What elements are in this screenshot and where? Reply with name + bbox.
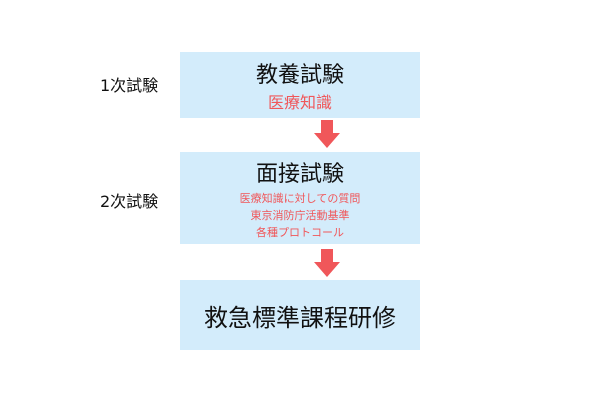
stage1-box: 教養試験 医療知識 xyxy=(180,52,420,118)
stage3-title: 救急標準課程研修 xyxy=(204,303,396,332)
stage1-title: 教養試験 xyxy=(255,63,344,88)
stage2-item: 医療知識に対しての質問 xyxy=(239,191,361,205)
stage1-label: 1次試験 xyxy=(100,76,159,95)
stage1-sub: 医療知識 xyxy=(267,93,332,112)
stage2-title: 面接試験 xyxy=(255,161,344,187)
down-arrow-icon xyxy=(314,249,340,277)
stage3-box: 救急標準課程研修 xyxy=(180,280,420,350)
stage2-label: 2次試験 xyxy=(100,192,159,211)
down-arrow-icon xyxy=(314,120,340,148)
stage2-item: 各種プロトコール xyxy=(255,225,344,239)
stage2-box: 面接試験 医療知識に対しての質問 東京消防庁活動基準 各種プロトコール xyxy=(180,152,420,244)
stage2-item: 東京消防庁活動基準 xyxy=(250,208,350,222)
